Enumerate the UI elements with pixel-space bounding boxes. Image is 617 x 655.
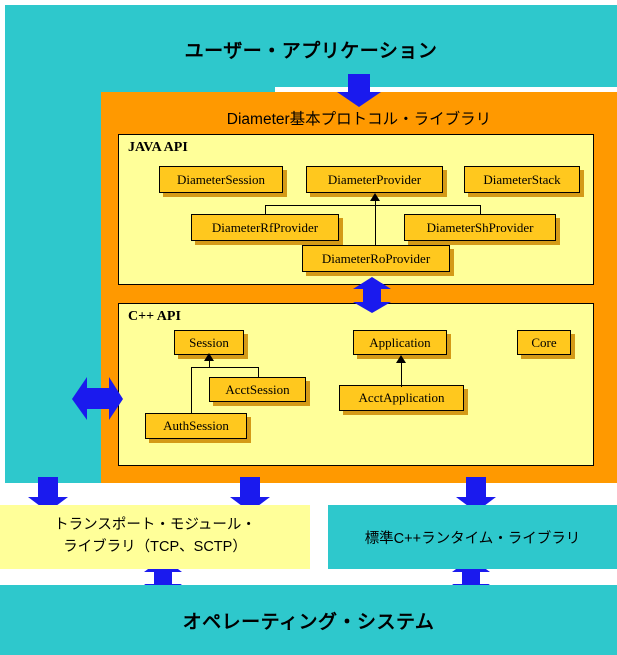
- cpp-api-panel: C++ API Session Application Core AcctSes…: [118, 303, 594, 466]
- arrow-library-to-transport: [27, 477, 69, 513]
- cpp-api-label: C++ API: [128, 309, 181, 324]
- inheritance-line-authsession: [191, 367, 192, 414]
- class-box-auth-session[interactable]: AuthSession: [145, 413, 247, 439]
- class-box-session[interactable]: Session: [174, 330, 244, 355]
- class-box-diameter-sh-provider[interactable]: DiameterShProvider: [404, 214, 556, 241]
- teal-background-right: [275, 5, 617, 87]
- cpp-runtime-library-label: 標準C++ランタイム・ライブラリ: [364, 530, 581, 547]
- arrow-java-to-cpp: [352, 277, 392, 314]
- operating-system-box: オペレーティング・システム: [0, 585, 617, 655]
- class-box-diameter-stack[interactable]: DiameterStack: [464, 166, 580, 193]
- diameter-library-title: Diameter基本プロトコル・ライブラリ: [226, 111, 492, 128]
- arrow-library-to-cppruntime: [455, 477, 497, 513]
- cpp-runtime-library-box: 標準C++ランタイム・ライブラリ: [328, 505, 617, 569]
- operating-system-label: オペレーティング・システム: [182, 611, 435, 633]
- transport-module-library-box: トランスポート・モジュール・ ライブラリ（TCP、SCTP）: [0, 505, 310, 569]
- class-box-diameter-session[interactable]: DiameterSession: [159, 166, 283, 193]
- class-box-diameter-provider[interactable]: DiameterProvider: [306, 166, 443, 193]
- inheritance-line-acctapplication: [401, 362, 402, 387]
- arrow-library-to-transport-left: [72, 376, 124, 422]
- transport-library-line2: ライブラリ（TCP、SCTP）: [63, 539, 247, 555]
- class-box-diameter-ro-provider[interactable]: DiameterRoProvider: [302, 245, 450, 272]
- arrow-cpp-to-transport: [229, 477, 271, 513]
- inheritance-arrowhead-application: [396, 355, 406, 363]
- class-box-core[interactable]: Core: [517, 330, 571, 355]
- class-box-diameter-rf-provider[interactable]: DiameterRfProvider: [191, 214, 339, 241]
- inheritance-arrowhead-session: [204, 353, 214, 361]
- class-box-acct-application[interactable]: AcctApplication: [339, 385, 464, 411]
- java-api-label: JAVA API: [128, 140, 188, 155]
- inheritance-line-horizontal-cpp: [191, 367, 258, 368]
- inheritance-line-sh-java: [480, 205, 481, 215]
- inheritance-line-ro-java: [375, 201, 376, 246]
- inheritance-line-acctsession: [258, 367, 259, 378]
- user-application-title: ユーザー・アプリケーション: [184, 41, 438, 62]
- inheritance-line-rf-java: [265, 205, 266, 215]
- arrow-app-to-library: [336, 74, 382, 108]
- inheritance-line-horizontal-java: [265, 205, 480, 206]
- java-api-panel: JAVA API DiameterSession DiameterProvide…: [118, 134, 594, 285]
- class-box-acct-session[interactable]: AcctSession: [209, 377, 306, 402]
- transport-library-line1: トランスポート・モジュール・: [54, 517, 256, 534]
- inheritance-arrowhead-java: [370, 193, 380, 201]
- inheritance-stem-session: [209, 359, 210, 368]
- class-box-application[interactable]: Application: [353, 330, 447, 355]
